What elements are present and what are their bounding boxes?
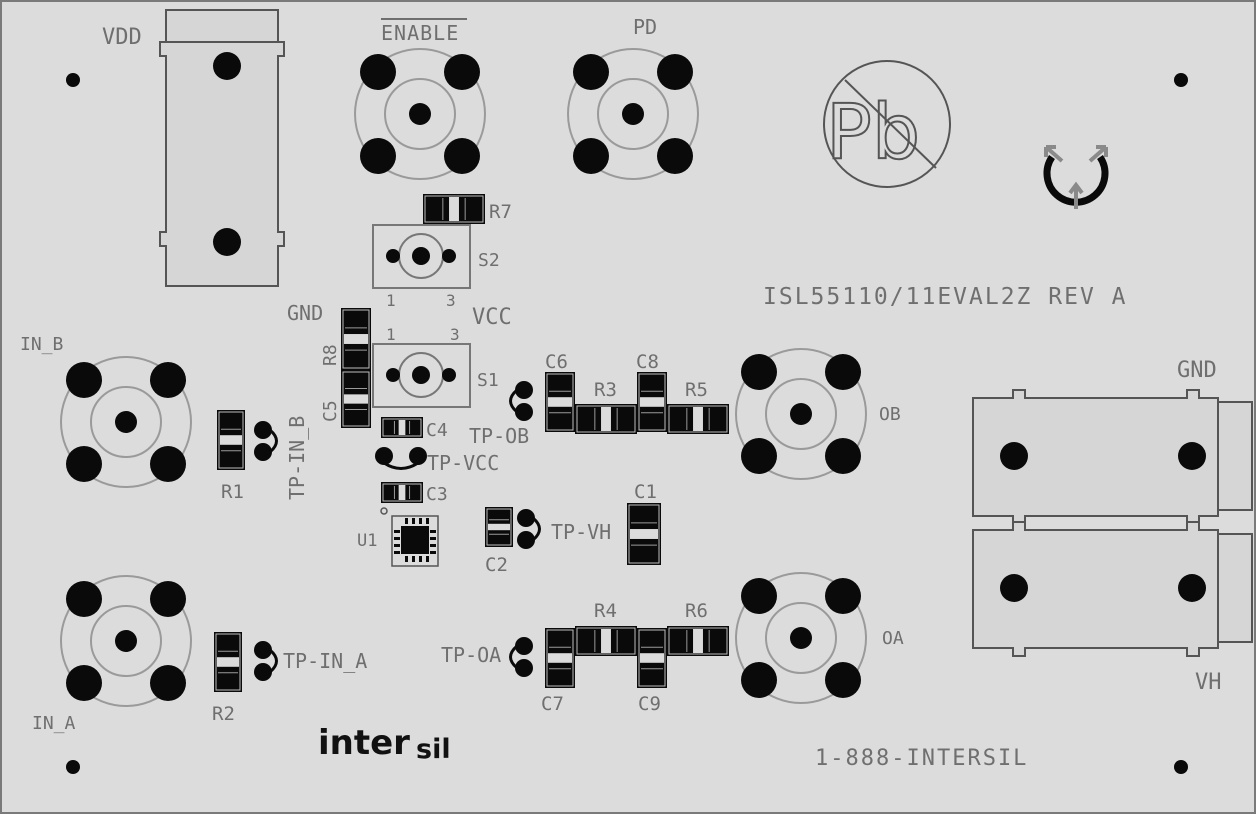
resistor-r6	[667, 626, 729, 656]
tp-vh-label: TP-VH	[551, 520, 611, 544]
tp-in-a-label: TP-IN_A	[283, 649, 367, 673]
s1-pin1-label: 1	[386, 325, 396, 344]
resistor-r5	[667, 404, 729, 434]
capacitor-c7	[545, 628, 575, 688]
sma-enable	[354, 48, 486, 180]
resistor-r8	[341, 308, 371, 370]
capacitor-c2	[485, 507, 513, 547]
capacitor-c4	[381, 417, 423, 438]
in-b-label: IN_B	[20, 334, 63, 355]
capacitor-c1	[627, 503, 661, 565]
sma-pd	[567, 48, 699, 180]
pd-label: PD	[633, 15, 657, 39]
sma-in-a	[60, 575, 192, 707]
switch-s2	[372, 224, 471, 289]
test-point-ob	[509, 381, 533, 421]
c6-label: C6	[545, 351, 568, 373]
vcc-label: VCC	[472, 305, 512, 330]
c4-label: C4	[426, 420, 448, 441]
s1-pin3-label: 3	[450, 325, 460, 344]
resistor-r2	[214, 632, 242, 692]
c2-label: C2	[485, 554, 508, 576]
s2-pin3-label: 3	[446, 291, 456, 310]
capacitor-c8	[637, 372, 667, 432]
capacitor-c9	[637, 628, 667, 688]
r5-label: R5	[685, 379, 708, 401]
intersil-logo-main: inter	[318, 723, 410, 763]
r2-label: R2	[212, 703, 235, 725]
r8-label: R8	[320, 344, 341, 366]
c3-label: C3	[426, 484, 448, 505]
capacitor-c5	[341, 370, 371, 428]
test-point-vh	[517, 509, 541, 549]
vdd-label: VDD	[102, 25, 142, 50]
tp-ob-label: TP-OB	[469, 424, 529, 448]
pb-text: Pb	[826, 87, 920, 176]
test-point-in-a	[254, 641, 278, 681]
oa-label: OA	[882, 628, 904, 649]
resistor-r3	[575, 404, 637, 434]
gnd-right-label: GND	[1177, 358, 1217, 383]
test-point-vcc	[375, 447, 427, 470]
s2-label: S2	[478, 250, 500, 271]
mounting-hole-top-right	[1174, 73, 1188, 87]
resistor-r4	[575, 626, 637, 656]
u1-label: U1	[357, 531, 377, 551]
vh-terminal-block	[972, 521, 1253, 657]
ob-label: OB	[879, 404, 901, 425]
board-phone: 1-888-INTERSIL	[815, 746, 1028, 771]
intersil-logo-sub: sil	[416, 734, 451, 765]
capacitor-c6	[545, 372, 575, 432]
c5-label: C5	[320, 400, 341, 422]
gnd-terminal-block	[972, 389, 1253, 525]
s1-label: S1	[477, 370, 499, 391]
switch-s1	[372, 343, 471, 408]
mounting-hole-bottom-right	[1174, 760, 1188, 774]
capacitor-c3	[381, 482, 423, 503]
r4-label: R4	[594, 600, 617, 622]
in-a-label: IN_A	[32, 713, 76, 734]
r7-label: R7	[489, 201, 512, 223]
test-point-oa	[509, 637, 533, 677]
gnd-left-label: GND	[287, 301, 323, 325]
tp-vcc-label: TP-VCC	[427, 451, 499, 475]
tp-in-b-label: TP-IN_B	[285, 416, 309, 500]
mounting-hole-bottom-left	[66, 760, 80, 774]
resistor-r1	[217, 410, 245, 470]
r3-label: R3	[594, 379, 617, 401]
mounting-hole-top-left	[66, 73, 80, 87]
c7-label: C7	[541, 693, 564, 715]
c8-label: C8	[636, 351, 659, 373]
vdd-terminal-block	[159, 9, 285, 287]
ic-u1	[380, 507, 439, 567]
s2-pin1-label: 1	[386, 291, 396, 310]
sma-ob	[735, 348, 867, 480]
c9-label: C9	[638, 693, 661, 715]
sma-in-b	[60, 356, 192, 488]
lead-free-symbol: Pb	[823, 60, 951, 188]
c1-label: C1	[634, 481, 657, 503]
r6-label: R6	[685, 600, 708, 622]
resistor-r7	[423, 194, 485, 224]
board-title: ISL55110/11EVAL2Z REV A	[763, 284, 1128, 310]
enable-label: ENABLE	[381, 21, 459, 45]
tp-oa-label: TP-OA	[441, 643, 501, 667]
sma-oa	[735, 572, 867, 704]
esd-symbol	[1043, 145, 1109, 209]
test-point-in-b	[254, 421, 278, 461]
r1-label: R1	[221, 481, 244, 503]
vh-label: VH	[1195, 670, 1222, 695]
